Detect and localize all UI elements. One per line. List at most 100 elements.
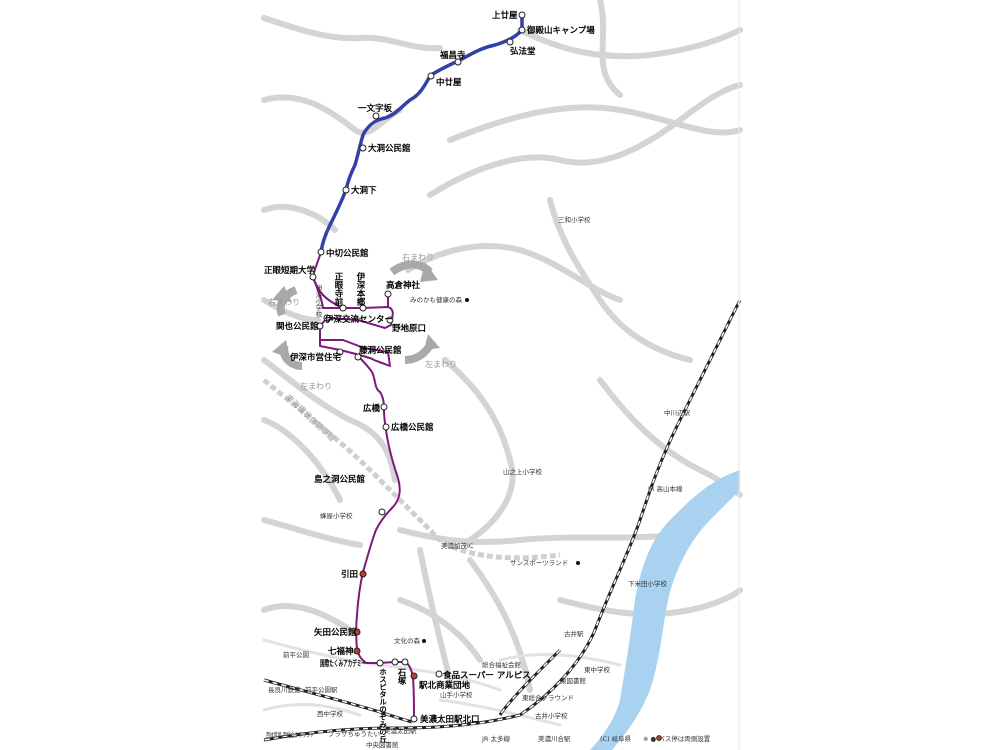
stop-label-shogen-tandai: 正眼短期大学 — [264, 265, 316, 276]
loop-label-migi-left: 右まわり — [268, 297, 300, 307]
stop-dot-gotenyama[interactable] — [518, 26, 526, 34]
stop-dot-takakura[interactable] — [384, 290, 392, 298]
bus-stop-dots — [309, 11, 526, 723]
stop-dot-ishizuka[interactable] — [401, 658, 409, 666]
loop-label-hidari-left: 左まわり — [300, 381, 332, 391]
stop-dot-shimanobora[interactable] — [378, 508, 386, 516]
label-maehira-park-st: 前平公園駅 — [305, 685, 338, 694]
stop-dot-ihuka-hongo[interactable] — [359, 304, 367, 312]
stop-label-takakura: 高倉神社 — [386, 280, 421, 291]
stop-label-ichimonjizaka: 一文字坂 — [358, 103, 393, 114]
stop-dot-fukushoji[interactable] — [454, 58, 462, 66]
label-higashi-chugaku: 東中学校 — [584, 665, 611, 674]
label-minokamo-kenko: みのかも健康の森 — [410, 295, 463, 304]
stop-label-alpis: 食品スーパー アルピス — [443, 670, 531, 681]
stop-dot-obora-kominkan[interactable] — [359, 144, 367, 152]
stop-dot-nakagiri[interactable] — [317, 248, 325, 256]
stop-label-gotenyama: 御殿山キャンプ場 — [526, 25, 595, 36]
label-chuo-toshokan: 中央図書館 — [366, 740, 399, 749]
stop-label-hirohashi-kominkan: 広橋公民館 — [391, 422, 434, 433]
stop-dot-shichifukujin[interactable] — [353, 647, 361, 655]
stop-label-naka-tsuzuraya: 中廿屋 — [436, 77, 462, 88]
stop-dot-yada[interactable] — [353, 628, 361, 636]
label-sanwa-school: 三和小学校 — [558, 215, 591, 224]
river — [590, 470, 740, 750]
landmark-dot-bunka — [422, 639, 426, 643]
stop-label-obora-kominkan: 大洞公民館 — [368, 143, 411, 154]
arrow-head-bottom-right — [424, 334, 440, 350]
stop-label-hikita: 引田 — [341, 569, 358, 580]
label-ihuka-school: 伊深小学校 — [314, 284, 322, 319]
arrow-head-top-left — [272, 286, 292, 302]
stop-dot-takumi[interactable] — [376, 659, 384, 667]
label-mino-ota-st: 美濃太田駅 — [384, 726, 417, 735]
stop-dot-shogenji-mae[interactable] — [339, 304, 347, 312]
label-nakagawabe-st: 中川辺駅 — [664, 408, 691, 417]
arrow-head-bottom-left — [272, 340, 290, 358]
stop-label-nojibara: 野地原口 — [392, 323, 426, 334]
label-minokawai-st: 美濃川合駅 — [538, 734, 571, 743]
loop-label-migi-top: 右まわり — [402, 252, 434, 262]
stop-dot-sekiya[interactable] — [316, 322, 324, 330]
route-blue-segment — [319, 15, 524, 253]
label-sports-land: サンスポーツランド — [510, 559, 568, 567]
stop-dot-shogen-tandai[interactable] — [309, 273, 317, 281]
stop-label-ihuka-hongo: 伊深本郷 — [355, 271, 366, 307]
stop-label-yada: 矢田公民館 — [313, 627, 357, 638]
label-bunka-no-mori: 文化の森 — [394, 636, 421, 645]
label-nishi-taiikukan: 西体育館 西総合グラウンド — [266, 730, 314, 739]
stop-dot-fujibora[interactable] — [354, 353, 362, 361]
legend-note: ※ ● バス停は両側設置 — [643, 734, 711, 743]
stop-dot-ekikita[interactable] — [410, 672, 418, 680]
stop-dot-koryu-center[interactable] — [323, 314, 331, 322]
label-jr-takayama: JR 高山本線 — [647, 484, 683, 493]
loop-label-hidari-right: 左まわり — [425, 359, 457, 369]
stop-dot-hirohashi[interactable] — [380, 403, 388, 411]
stop-label-ota-kitaguchi: 美濃太田駅北口 — [420, 714, 480, 725]
stop-dot-hirohashi-kominkan[interactable] — [382, 423, 390, 431]
stop-dot-nojibara[interactable] — [386, 316, 394, 324]
stop-label-koryu-center: 伊深交流センター — [324, 314, 393, 325]
landmarks: 伊深小学校 みのかも健康の森 三和小学校 中川辺駅 山之上小学校 JR 高山本線… — [266, 215, 691, 749]
stop-dot-hikita[interactable] — [359, 570, 367, 578]
label-nishi-chugaku: 西中学校 — [317, 709, 344, 718]
stop-dot-kami-tsuzuraya[interactable] — [518, 11, 526, 19]
stop-dot-nozomi[interactable] — [391, 658, 399, 666]
railway-jr-takayama — [263, 299, 742, 742]
label-hachiya-school: 蜂屋小学校 — [320, 511, 353, 520]
label-furui-st: 古井駅 — [564, 629, 584, 638]
legend-red-dot — [656, 735, 662, 741]
stop-dot-shiei-jutaku[interactable] — [336, 348, 344, 356]
landmark-dot-kenko — [465, 298, 469, 302]
stop-label-kami-tsuzuraya: 上廿屋 — [492, 10, 518, 21]
stop-label-nakagiri: 中切公民館 — [326, 248, 369, 259]
arrow-head-top-right — [420, 262, 438, 282]
stop-label-nozomi: ホスピタルのぞみの丘 — [378, 668, 387, 744]
copyright-text: (C) 岐阜県 — [600, 734, 632, 743]
label-shimoyoneda-school: 下米田小学校 — [628, 579, 668, 588]
label-sogo-fukushi: 総合福祉会館 — [482, 660, 522, 669]
label-plaza: プラザちゅうたい — [328, 730, 380, 738]
label-furui-school: 古井小学校 — [535, 711, 568, 720]
stop-label-shichifukujin: 七福神 — [328, 646, 354, 657]
stop-dot-ota-kitaguchi[interactable] — [410, 715, 418, 723]
expressway-line — [262, 378, 561, 561]
label-maehira-park: 前平公園 — [283, 650, 309, 659]
landmark-dot-sports — [576, 561, 580, 565]
stop-label-ishizuka: 石塚 — [396, 668, 407, 686]
label-jr-taita: JR 太多線 — [481, 734, 510, 743]
railway-nagaragawa — [263, 678, 413, 724]
label-higashi-ground: 東総合グラウンド — [522, 693, 574, 702]
label-nagaragawa-rail: 長良川鉄道 — [268, 685, 301, 694]
stop-label-fujibora: 藤洞公民館 — [358, 345, 402, 356]
stop-dot-ichimonjizaka[interactable] — [372, 112, 380, 120]
stop-dot-obora-shita[interactable] — [342, 186, 350, 194]
stop-label-obora-shita: 大洞下 — [351, 185, 377, 196]
route-purple-side — [312, 276, 389, 309]
stop-dot-kobodo[interactable] — [506, 38, 514, 46]
stop-dot-naka-tsuzuraya[interactable] — [427, 72, 435, 80]
label-mino-kamo-ic: 美濃加茂IC — [441, 541, 474, 550]
stop-label-shogenji-mae: 正眼寺前 — [333, 272, 343, 307]
label-higashi-toshokan: 東図書館 — [560, 676, 587, 685]
stop-dot-alpis[interactable] — [435, 670, 443, 678]
